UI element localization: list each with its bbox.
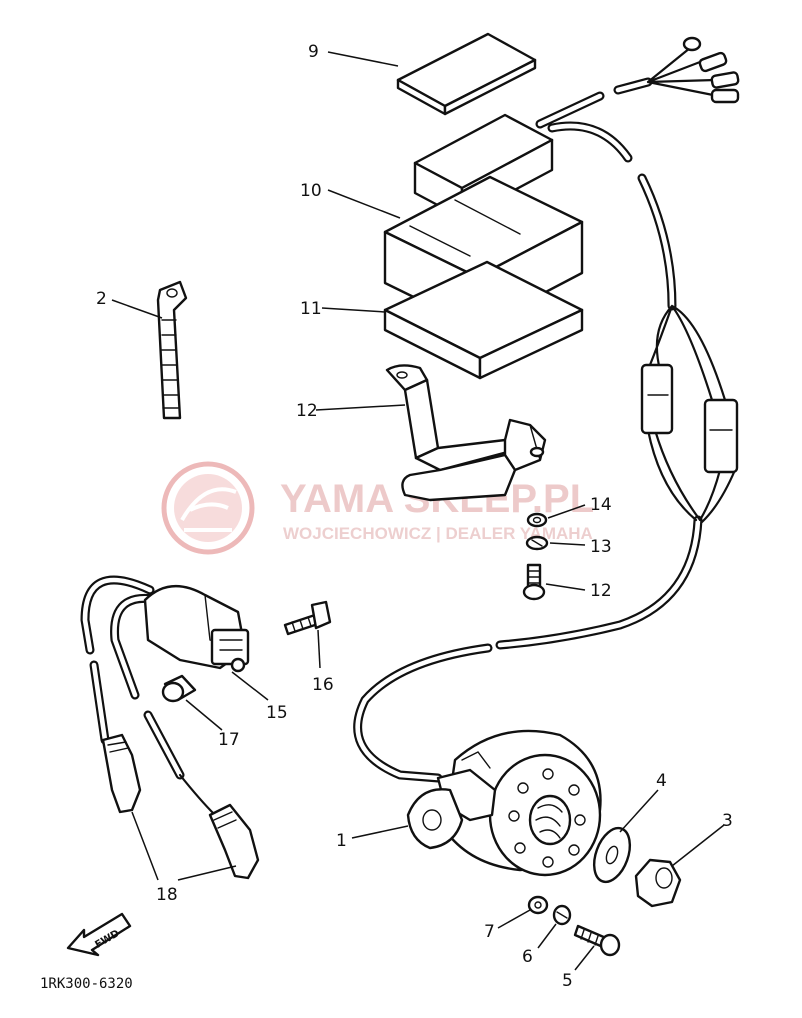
watermark-subtitle: WOJCIECHOWICZ | DEALER YAMAHA xyxy=(283,524,593,543)
label-part-1: 1 xyxy=(336,831,347,851)
label-part-9: 9 xyxy=(308,42,319,62)
part-2-cable-tie xyxy=(156,280,188,420)
label-part-6: 6 xyxy=(522,947,533,967)
watermark-logo-icon xyxy=(161,461,255,555)
label-part-8: 12 xyxy=(296,401,318,421)
label-part-4: 4 xyxy=(656,771,667,791)
part-1-stator-assembly xyxy=(406,729,602,877)
ignition-coil-assembly xyxy=(80,575,260,880)
label-part-3: 3 xyxy=(722,811,733,831)
part-8-bracket xyxy=(385,364,547,502)
part-9-pad xyxy=(396,32,537,116)
part-11-pad xyxy=(383,260,584,380)
label-part-18: 18 xyxy=(156,885,178,905)
part-7-washer xyxy=(527,895,549,915)
label-part-12: 12 xyxy=(590,581,612,601)
leader-lines xyxy=(111,51,725,971)
label-part-7: 7 xyxy=(484,922,495,942)
label-part-2: 2 xyxy=(96,289,107,309)
fwd-arrow-icon: FWD xyxy=(66,912,132,957)
part-13-washer xyxy=(525,535,549,551)
label-part-10: 10 xyxy=(300,181,322,201)
label-part-15: 15 xyxy=(266,703,288,723)
label-part-14: 14 xyxy=(590,495,612,515)
diagram-code: 1RK300-6320 xyxy=(40,976,133,992)
label-part-17: 17 xyxy=(218,730,240,750)
part-17-sleeve xyxy=(161,674,197,703)
part-6-lock-washer xyxy=(552,904,572,926)
part-3-nut xyxy=(634,858,682,908)
label-part-11: 11 xyxy=(300,299,322,319)
part-12-screw xyxy=(522,563,546,601)
label-part-13: 13 xyxy=(590,537,612,557)
part-14-washer xyxy=(526,512,548,528)
wire-harness xyxy=(353,36,740,783)
part-5-screw xyxy=(573,924,621,957)
label-part-16: 16 xyxy=(312,675,334,695)
part-labels: 9 10 11 12 2 14 13 12 16 15 17 1 4 3 18 … xyxy=(96,42,733,991)
part-4-washer xyxy=(592,826,632,884)
label-part-5: 5 xyxy=(562,971,573,991)
part-16-bolt xyxy=(283,600,332,636)
